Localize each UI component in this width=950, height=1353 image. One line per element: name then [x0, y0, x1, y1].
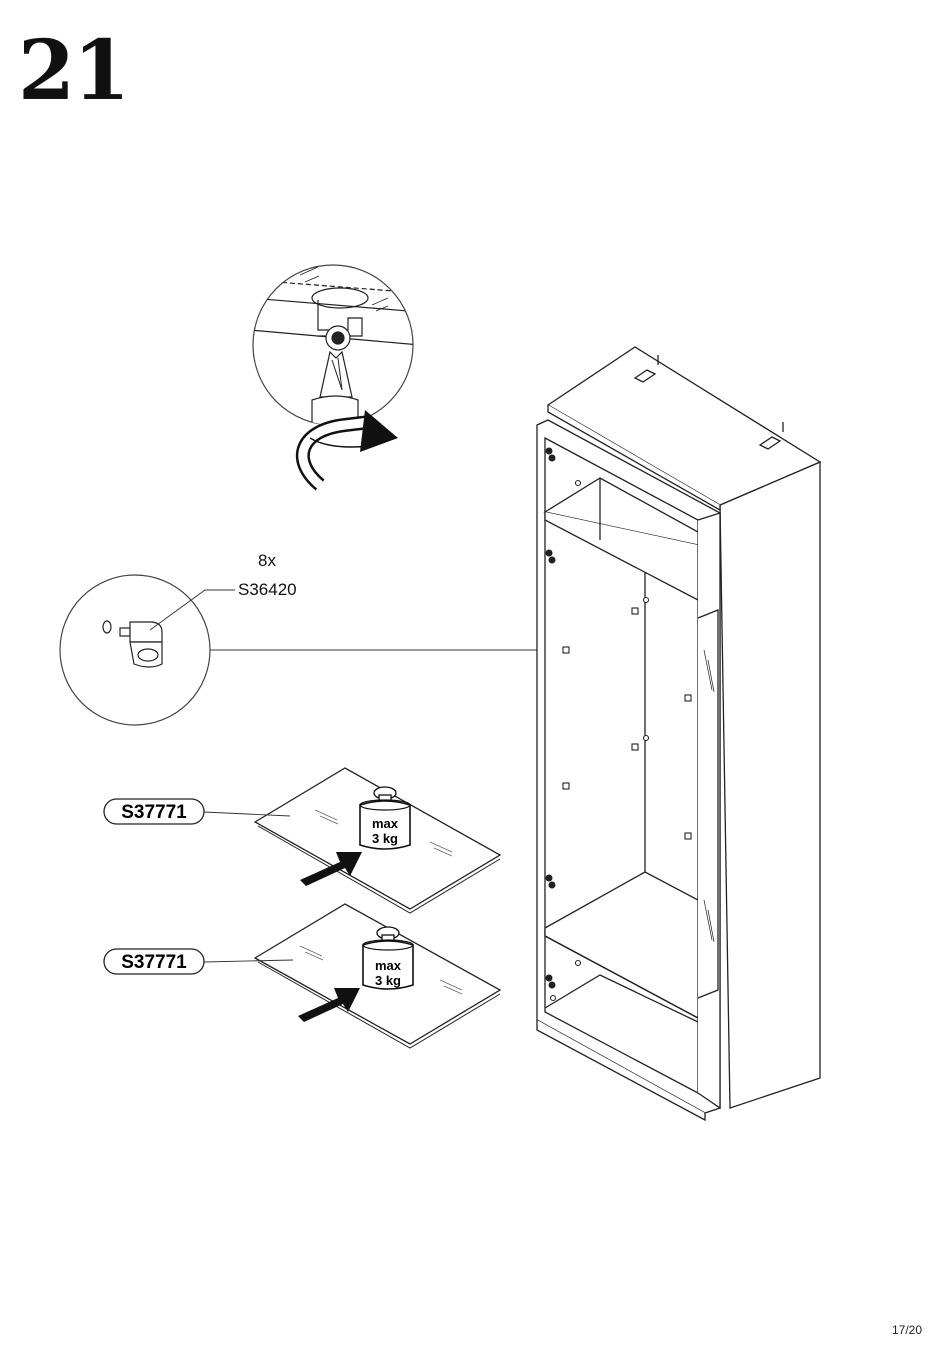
- load-limit-label: max: [372, 816, 399, 831]
- load-limit-value: 3 kg: [372, 831, 398, 846]
- hardware-quantity: 8x: [258, 551, 276, 570]
- screwdriver-detail: [250, 265, 420, 433]
- load-limit-label: max: [375, 958, 402, 973]
- page-number: 17/20: [892, 1323, 922, 1337]
- hardware-code: S36420: [238, 580, 297, 599]
- part-code-lower: S37771: [121, 952, 187, 973]
- shelf-clip-detail: [60, 575, 578, 725]
- part-code-upper: S37771: [121, 802, 187, 823]
- load-limit-value: 3 kg: [375, 973, 401, 988]
- cabinet-drawing: [537, 347, 820, 1120]
